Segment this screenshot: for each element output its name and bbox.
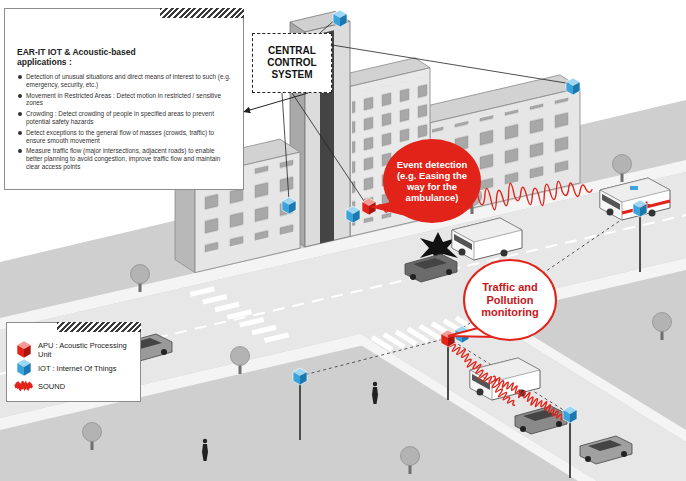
vehicle [515,406,567,434]
crosswalk [190,289,288,341]
iot-cube [333,10,347,27]
bullet-item: Measure traffic flow (major intersection… [17,147,231,170]
vehicle [452,218,522,260]
crosswalk [203,297,227,303]
legend-box: APU : Acoustic Processing UnitIOT : Inte… [6,322,141,402]
vehicle [120,178,670,464]
apu-cube [441,330,455,347]
legend-icon [15,342,33,358]
callout-bubble [464,260,556,340]
node-content: Traffic and Pollution monitoring [470,281,550,319]
cube-icon [17,359,31,376]
iot-cube [282,197,296,214]
street-lamp [635,209,645,272]
pedestrian [372,382,378,404]
tree [653,313,672,341]
iot-cube [633,200,647,217]
legend-label: SOUND [38,382,65,391]
control-link [332,45,572,84]
tree [613,155,632,183]
street-lamp [295,377,305,440]
hatch-band [57,322,141,332]
legend-row: IOT : Internet Of Things [15,359,132,377]
bullet-item: Detect exceptions to the general flow of… [17,129,231,145]
control-link [282,93,289,201]
cube-icon [17,341,31,358]
pedestrian [202,439,208,461]
bullet-item: Crowding : Detect crowding of people in … [17,110,231,126]
crosswalk [215,304,239,310]
bullet-item: Movement in Restricted Areas : Detect mo… [17,92,231,108]
vehicle [600,178,670,220]
legend-icon [15,378,33,394]
sound-wave [490,372,570,425]
sensor-network [300,338,448,376]
connector-arrow [244,93,308,112]
tree [231,347,250,375]
iot-cube [563,406,577,423]
vehicle [580,436,632,464]
event-callout: Event detection (e.g. Easing the way for… [382,138,482,224]
node-heading: Traffic and Pollution monitoring [470,281,550,319]
legend-icon [15,360,33,376]
crosswalk [252,327,276,333]
control-link [292,93,366,204]
callout-bubble [383,139,481,223]
tree [131,265,150,293]
crosswalk [190,289,214,295]
node-heading: EAR-IT IOT & Acoustic-based applications… [17,47,147,67]
legend-label: APU : Acoustic Processing Unit [38,341,132,359]
hatch-band [160,8,244,18]
monitoring-callout: Traffic and Pollution monitoring [462,258,558,342]
tree [83,313,672,475]
legend-row: SOUND [15,377,132,395]
crosswalk [265,335,289,341]
tree [83,423,102,451]
node-content: CENTRAL CONTROL SYSTEM [261,45,323,81]
pedestrian [202,280,551,461]
iot-cube [293,368,307,385]
legend-row: APU : Acoustic Processing Unit [15,341,132,359]
sound-icon [15,381,32,390]
iot-cube [566,78,580,95]
vehicle [405,254,457,282]
control-system-box: CENTRAL CONTROL SYSTEM [252,33,332,93]
crosswalk [240,320,264,326]
sensor-network [300,207,640,414]
street-lamp [295,209,645,478]
application-panel: EAR-IT IOT & Acoustic-based applications… [4,8,244,190]
crosswalk [227,312,251,318]
node-content: Event detection (e.g. Easing the way for… [394,159,470,203]
street-lamp [565,415,575,478]
iot-cube [282,10,647,423]
node-heading: Event detection (e.g. Easing the way for… [394,159,470,203]
node-heading: CENTRAL CONTROL SYSTEM [261,45,323,81]
legend-label: IOT : Internet Of Things [38,364,117,373]
bullet-item: Detection of unusual situations and dire… [17,73,231,89]
iot-cube [346,206,360,223]
tree [401,447,420,475]
node-content: EAR-IT IOT & Acoustic-based applications… [17,47,231,171]
